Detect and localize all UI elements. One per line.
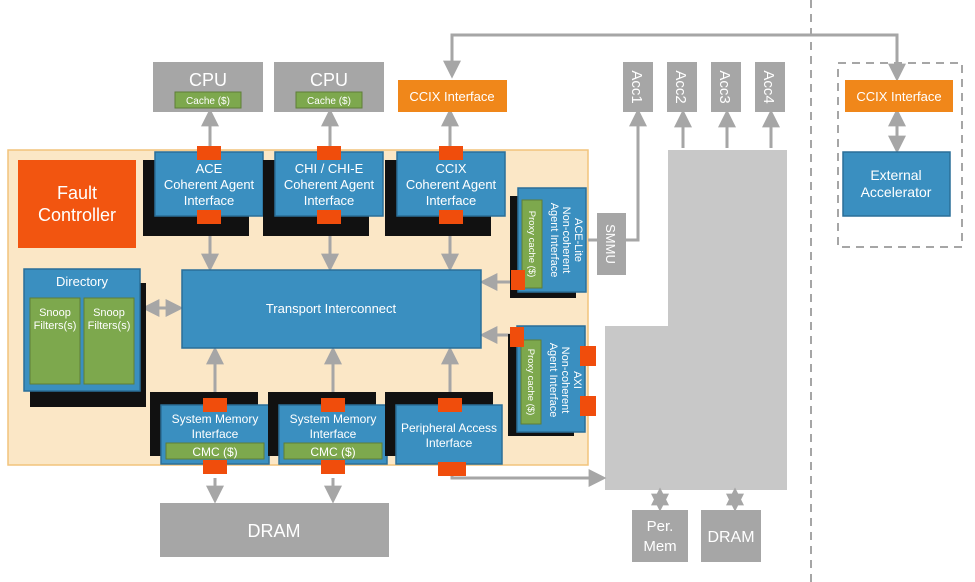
axi-agent: Proxy cache ($) AXI Non-coherent Agent I… — [508, 325, 596, 436]
cpu-1-cache: Cache ($) — [186, 96, 230, 107]
port — [580, 346, 596, 366]
memory-interface-2: System Memory Interface CMC ($) — [268, 392, 388, 474]
axi-line3: Agent Interface — [547, 343, 559, 418]
snoop-filter-2-line2: Filters(s) — [88, 320, 131, 332]
fault-controller-line2: Controller — [38, 205, 116, 225]
peripheral-access-interface: Peripheral Access Interface — [385, 392, 503, 476]
smmu: SMMU — [597, 213, 626, 275]
acc3-label: Acc3 — [716, 70, 733, 103]
axi-line2: Non-coherent — [559, 347, 571, 414]
ace-lite-line1: ACE-Lite — [572, 218, 584, 262]
snoop-filter-1-line1: Snoop — [39, 307, 71, 319]
port — [511, 270, 525, 290]
agent-ccix-line1: CCIX — [435, 161, 466, 176]
axi-proxy: Proxy cache ($) — [525, 349, 536, 416]
port — [321, 398, 345, 412]
port — [317, 146, 341, 160]
agent-chi-line1: CHI / CHI-E — [295, 161, 364, 176]
cpu-1: CPU Cache ($) — [153, 62, 263, 112]
snoop-filter-1-line2: Filters(s) — [34, 320, 77, 332]
peripheral-memory: Per. Mem — [632, 510, 688, 562]
agent-ccix-line3: Interface — [426, 193, 477, 208]
cpu-2-cache: Cache ($) — [307, 96, 351, 107]
external-accel-line2: Accelerator — [861, 184, 932, 200]
per-mem-line2: Mem — [643, 538, 676, 555]
per-mem-line1: Per. — [647, 518, 674, 535]
port — [197, 146, 221, 160]
agent-ace-line2: Coherent Agent — [164, 177, 255, 192]
port — [197, 210, 221, 224]
agent-chi-line2: Coherent Agent — [284, 177, 375, 192]
memory-1-line1: System Memory — [172, 412, 259, 426]
ace-lite-line3: Agent Interface — [548, 203, 560, 278]
port — [580, 396, 596, 416]
port — [439, 210, 463, 224]
connectors — [141, 33, 906, 512]
memory-2-cmc: CMC ($) — [310, 445, 355, 459]
dram-main: DRAM — [160, 503, 389, 557]
acc4-label: Acc4 — [760, 70, 777, 103]
agent-chi: CHI / CHI-E Coherent Agent Interface — [263, 146, 384, 236]
acc1-label: Acc1 — [628, 70, 645, 103]
peripheral-line1: Peripheral Access — [401, 421, 497, 435]
port — [203, 460, 227, 474]
cpu-2-title: CPU — [310, 70, 348, 90]
acc2-label: Acc2 — [672, 70, 689, 103]
memory-1-line2: Interface — [192, 427, 239, 441]
memory-2-line2: Interface — [310, 427, 357, 441]
agent-ccix: CCIX Coherent Agent Interface — [385, 146, 506, 236]
fault-controller-line1: Fault — [57, 183, 97, 203]
transport-label: Transport Interconnect — [266, 301, 397, 316]
snoop-filter-2-line1: Snoop — [93, 307, 125, 319]
dram-main-label: DRAM — [248, 521, 301, 541]
ace-lite-line2: Non-coherent — [560, 207, 572, 274]
fault-controller: Fault Controller — [18, 160, 136, 248]
ccix-interface-top: CCIX Interface — [398, 80, 507, 112]
transport-interconnect: Transport Interconnect — [181, 269, 482, 349]
port — [317, 210, 341, 224]
agent-ace-line1: ACE — [196, 161, 223, 176]
cpu-2: CPU Cache ($) — [274, 62, 384, 112]
memory-interface-1: System Memory Interface CMC ($) — [150, 392, 270, 474]
smmu-label: SMMU — [603, 224, 618, 264]
external-accelerator-group: CCIX Interface External Accelerator — [837, 62, 963, 248]
directory-title: Directory — [56, 274, 109, 289]
agent-ccix-line2: Coherent Agent — [406, 177, 497, 192]
port — [203, 398, 227, 412]
ccix-interface-top-label: CCIX Interface — [409, 89, 494, 104]
dram-right: DRAM — [701, 510, 761, 562]
accelerators: Acc1 Acc2 Acc3 Acc4 — [623, 62, 785, 112]
directory: Directory Snoop Filters(s) Snoop Filters… — [23, 268, 146, 407]
cpu-1-title: CPU — [189, 70, 227, 90]
axi-line1: AXI — [571, 371, 583, 389]
agent-ace-line3: Interface — [184, 193, 235, 208]
port — [438, 398, 462, 412]
external-ccix-label: CCIX Interface — [856, 89, 941, 104]
port — [321, 460, 345, 474]
external-accel-line1: External — [870, 167, 921, 183]
memory-2-line1: System Memory — [290, 412, 377, 426]
agent-ace: ACE Coherent Agent Interface — [143, 146, 264, 236]
system-bus — [605, 150, 787, 490]
ace-lite-proxy: Proxy cache ($) — [526, 211, 537, 278]
peripheral-line2: Interface — [426, 436, 473, 450]
dram-right-label: DRAM — [707, 529, 754, 546]
port — [438, 462, 466, 476]
agent-chi-line3: Interface — [304, 193, 355, 208]
port — [510, 327, 524, 347]
port — [439, 146, 463, 160]
ace-lite-agent: Proxy cache ($) ACE-Lite Non-coherent Ag… — [510, 187, 587, 298]
memory-1-cmc: CMC ($) — [192, 445, 237, 459]
